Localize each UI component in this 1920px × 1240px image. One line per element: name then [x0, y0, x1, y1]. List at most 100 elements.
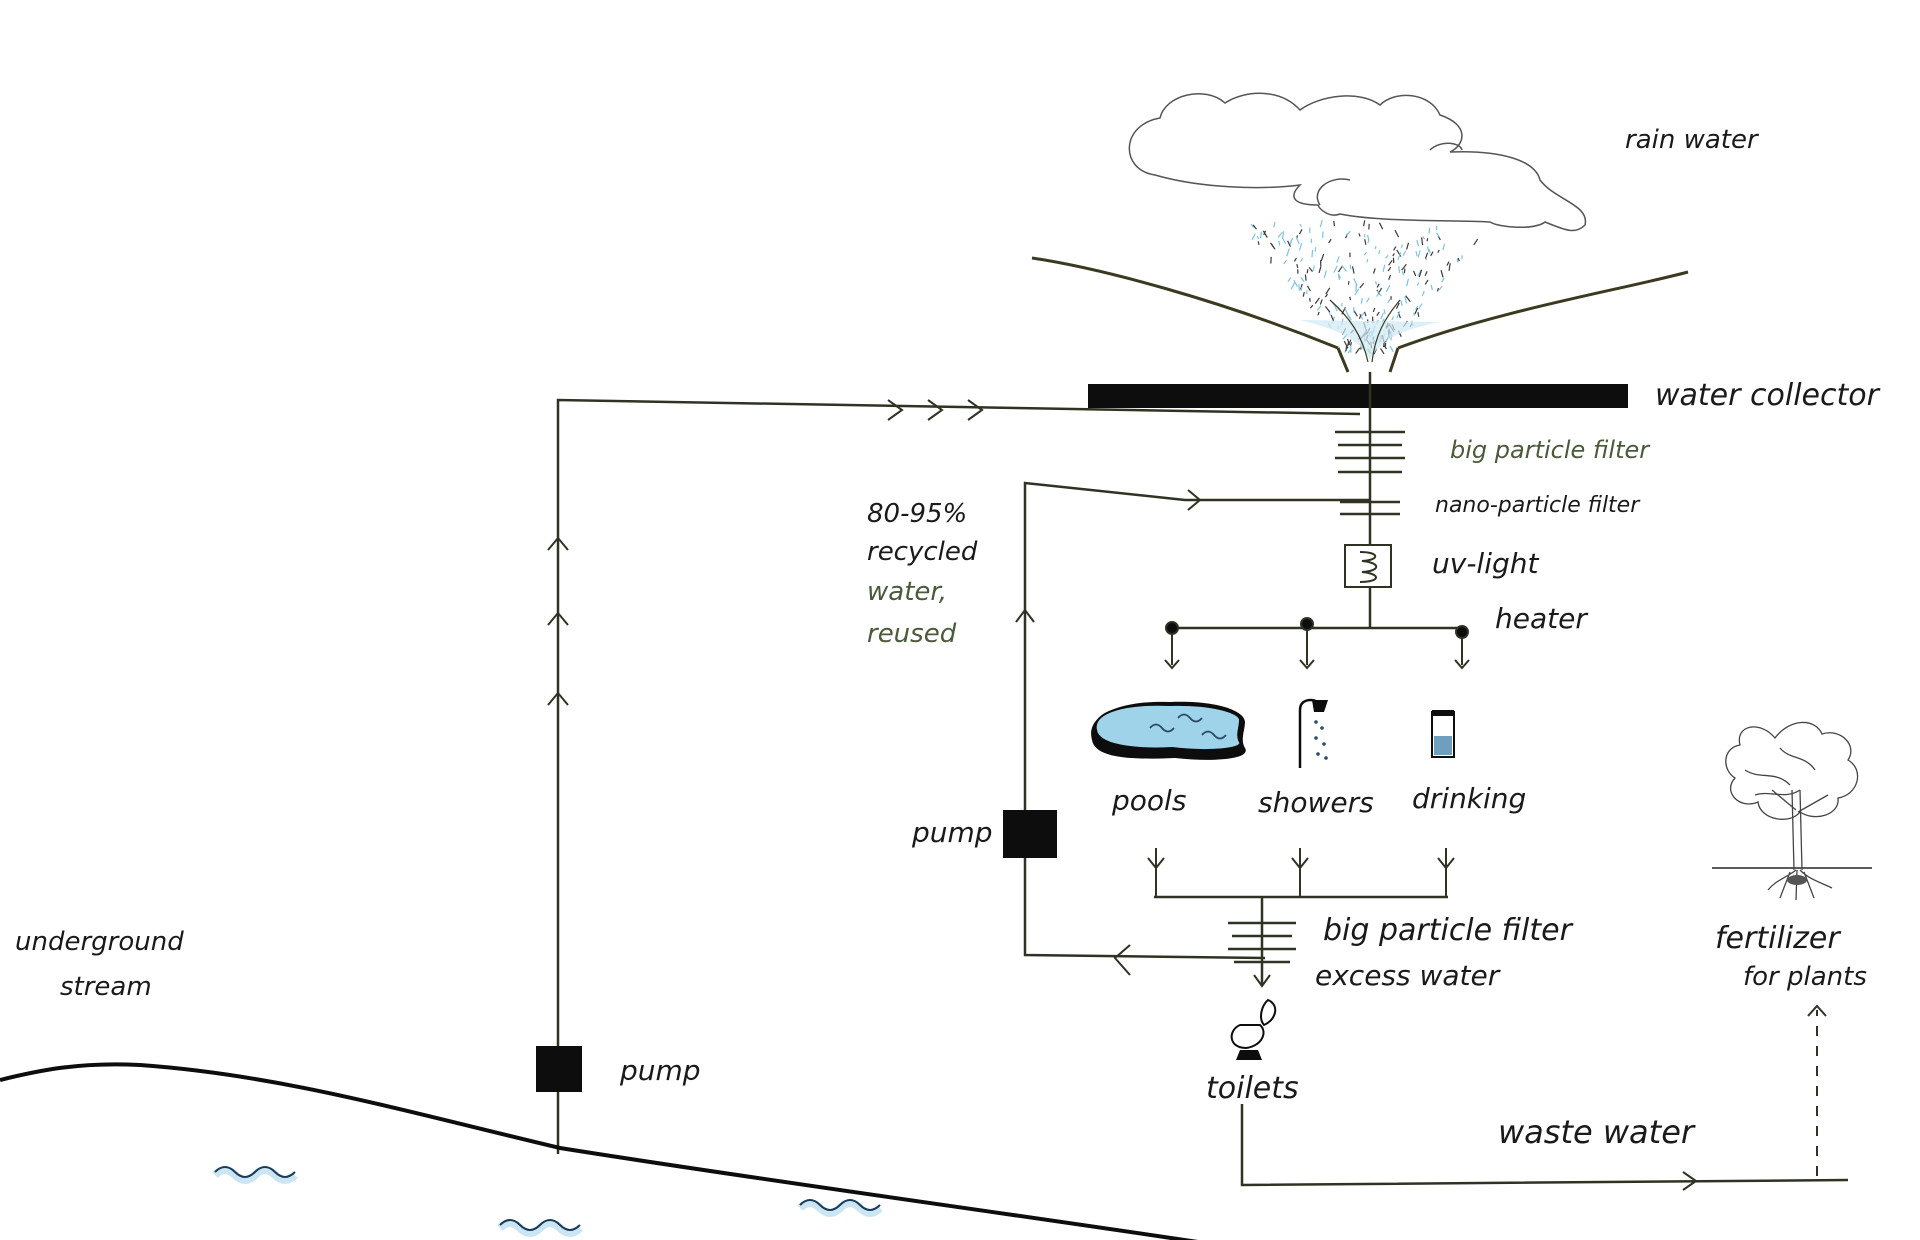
rain-drop [1406, 242, 1410, 250]
rain-drop [1428, 249, 1431, 254]
rain-drop [1346, 313, 1352, 319]
rain-drop [1302, 291, 1305, 297]
rain-drop [1351, 266, 1355, 274]
rain-drop [1358, 314, 1362, 320]
rain-drop [1349, 264, 1352, 270]
rain-drop [1385, 284, 1391, 293]
rain-drop [1360, 297, 1363, 304]
rain-drop [1257, 241, 1260, 245]
return-manifold [1147, 848, 1455, 988]
rain-drop [1347, 338, 1350, 346]
rain-drop [1426, 246, 1430, 253]
rain-drop [1333, 304, 1338, 312]
rain-drop [1387, 298, 1391, 304]
rain-drop [1383, 345, 1387, 350]
rain-drop [1416, 239, 1420, 247]
label-big-particle-filter-top: big particle filter [1450, 436, 1651, 464]
rain-drop [1293, 279, 1299, 287]
rain-drop [1400, 244, 1404, 249]
rain-drop [1322, 231, 1324, 238]
rain-drop [1436, 287, 1440, 292]
rain-drop [1448, 263, 1451, 271]
rain-drop [1336, 256, 1340, 263]
rain-drop [1343, 340, 1349, 349]
label-underground-line1: underground [15, 927, 184, 957]
rain-drop [1424, 271, 1428, 276]
rain-funnel [1031, 256, 1689, 373]
rain-drop [1363, 251, 1367, 256]
rain-drop [1299, 257, 1304, 263]
rain-drop [1330, 314, 1335, 322]
rain-drop [1341, 265, 1347, 272]
rain-drop [1401, 270, 1405, 276]
label-heater: heater [1495, 602, 1588, 635]
rain-drop [1319, 299, 1323, 305]
label-pools: pools [1111, 784, 1186, 817]
rain-drop [1361, 312, 1365, 316]
rain-drop [1401, 263, 1407, 271]
rain-drop [1382, 264, 1386, 273]
rain-drop [1306, 269, 1309, 274]
rain-drop [1446, 261, 1450, 266]
heater-taps [1164, 617, 1470, 670]
label-recycled-line3: water, [867, 577, 947, 607]
rain-drop [1290, 282, 1296, 290]
rain-drop [1349, 296, 1352, 301]
underground-supply-pipe [556, 398, 1361, 1154]
tree-icon [1712, 721, 1872, 901]
rain-drop [1277, 231, 1283, 238]
rain-drop [1442, 243, 1446, 251]
rain-drop [1300, 276, 1305, 283]
rain-drop [1414, 307, 1419, 315]
rain-drop [1256, 235, 1260, 240]
rain-drop [1328, 238, 1332, 244]
rain-drop [1304, 274, 1307, 281]
rain-drop [1415, 251, 1418, 257]
rain-drop [1250, 223, 1254, 228]
label-drinking: drinking [1412, 782, 1526, 815]
rain-drop [1430, 251, 1434, 257]
rain-drop [1424, 252, 1429, 259]
rain-drop [1380, 312, 1384, 320]
rain-drop [1372, 307, 1376, 313]
rain-drop [1287, 240, 1291, 247]
rain-drop [1400, 300, 1403, 307]
rain-drop [1252, 224, 1257, 230]
rain-drop [1418, 303, 1423, 310]
rain-drop [1358, 313, 1364, 320]
rain-drop [1387, 266, 1392, 272]
rain-drop [1421, 237, 1424, 246]
label-pump-left: pump [619, 1054, 701, 1087]
rain-drop [1424, 279, 1429, 285]
rain-drop [1316, 305, 1322, 311]
rain-drop [1367, 234, 1370, 241]
rain-drop [1283, 259, 1288, 265]
label-recycled-line2: recycled [867, 537, 978, 567]
rain-drop [1295, 236, 1300, 245]
label-big-particle-filter-bottom: big particle filter [1323, 913, 1574, 948]
label-recycled-percent: 80-95% [867, 499, 967, 529]
rain-drop [1377, 290, 1382, 297]
rain-drop [1347, 349, 1351, 354]
rain-drop [1436, 232, 1440, 238]
rain-drop [1457, 257, 1460, 262]
label-underground-line2: stream [60, 972, 152, 1002]
rain-drop [1366, 258, 1369, 263]
rain-drop [1404, 296, 1408, 304]
rain-drop [1397, 252, 1402, 260]
rain-drop [1317, 311, 1320, 316]
rain-drop [1372, 268, 1376, 274]
rain-drop [1383, 309, 1386, 315]
rain-drop [1308, 267, 1313, 272]
rain-drop [1363, 311, 1367, 317]
rain-drop [1375, 281, 1377, 285]
rain-drop [1311, 249, 1314, 258]
rain-drop [1337, 265, 1344, 273]
rain-drop [1344, 307, 1349, 315]
rain-drop [1260, 231, 1262, 239]
pump-left-box [536, 1046, 582, 1092]
ground-line [0, 1062, 1199, 1240]
rain-drop [1355, 347, 1361, 354]
rain-drop [1406, 278, 1409, 287]
